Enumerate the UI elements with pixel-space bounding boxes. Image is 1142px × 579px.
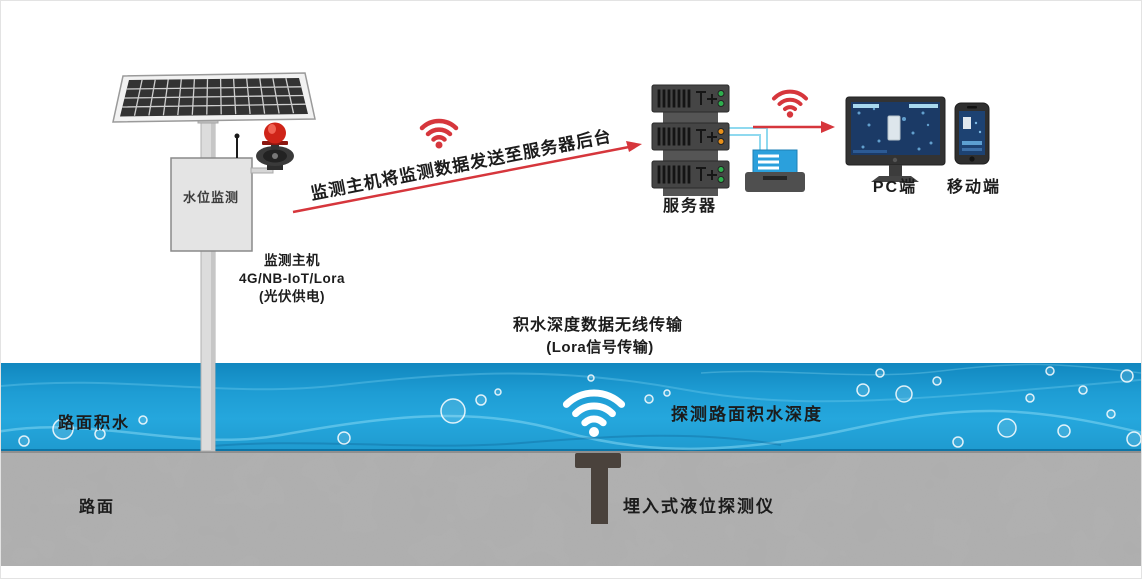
server-rack — [651, 84, 730, 196]
sensor-label: 埋入式液位探测仪 — [623, 497, 775, 516]
pc-monitor — [845, 96, 946, 182]
wifi-signal-icon — [772, 89, 808, 118]
road-layer — [1, 451, 1141, 566]
water-layer — [1, 363, 1141, 451]
control-box — [170, 133, 253, 252]
wifi-signal-icon — [562, 389, 626, 437]
water-caustics — [1, 363, 1141, 451]
lora-label-1: 积水深度数据无线传输 — [512, 317, 684, 334]
downlink-arrow — [753, 121, 835, 133]
water-bubbles — [18, 348, 1141, 448]
lora-label-2: (Lora信号传输) — [546, 339, 654, 356]
station-box-label: 水位监测 — [182, 190, 240, 205]
server-unit — [651, 160, 730, 189]
station-caption-3: (光伏供电) — [259, 289, 325, 304]
wifi-signal-icon — [419, 118, 459, 149]
pc-label: PC端 — [872, 179, 918, 196]
solar-panel-icon — [112, 72, 316, 123]
road-label: 路面 — [78, 499, 116, 516]
smartphone — [954, 102, 990, 165]
concrete-texture — [1, 453, 1141, 566]
server-unit — [651, 122, 730, 151]
mobile-label: 移动端 — [946, 179, 1002, 196]
detect-label: 探测路面积水深度 — [671, 405, 823, 424]
water-label: 路面积水 — [57, 415, 131, 432]
uplink-arrow — [292, 141, 642, 214]
station-caption-1: 监测主机 — [264, 253, 320, 268]
server-label: 服务器 — [662, 198, 718, 215]
beacon-alarm-icon — [250, 122, 294, 174]
server-unit — [651, 84, 730, 113]
gateway-modem — [745, 149, 805, 192]
station-caption-2: 4G/NB-IoT/Lora — [238, 271, 346, 286]
liquid-level-sensor — [575, 453, 621, 524]
